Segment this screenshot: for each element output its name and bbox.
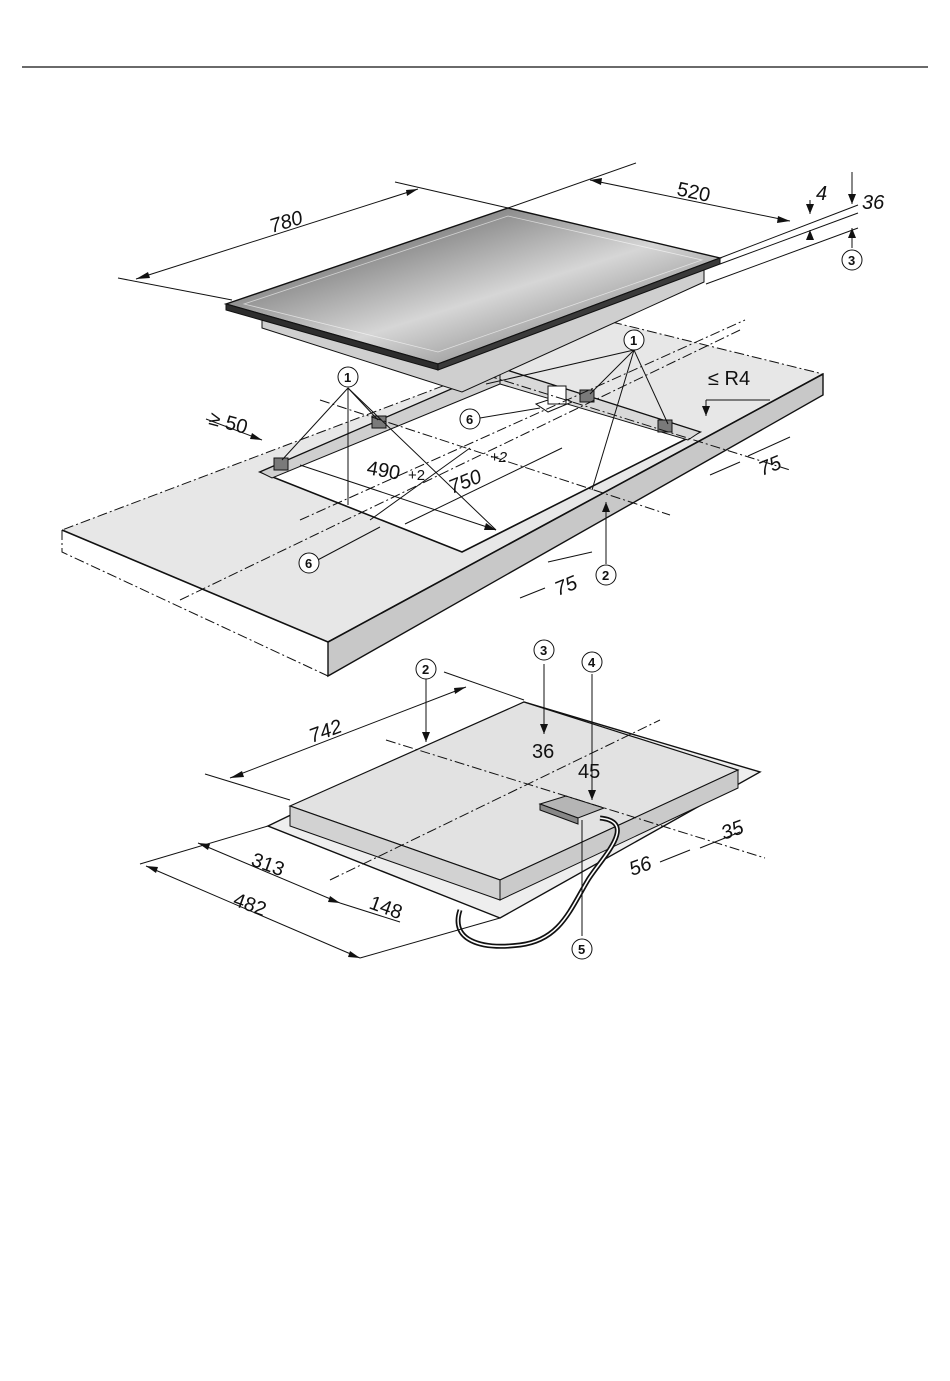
dim-underside-height-45: 45 (578, 761, 600, 783)
dim-underside-depth-313: 313 (248, 849, 287, 881)
dim-underside-height-36: 36 (532, 741, 554, 763)
dim-width-780: 780 (267, 207, 305, 238)
dim-underside-offset-56: 56 (626, 852, 655, 881)
dim-underside-width-742: 742 (306, 716, 345, 748)
svg-text:3: 3 (848, 253, 855, 268)
svg-text:4: 4 (588, 655, 596, 670)
svg-text:3: 3 (540, 643, 547, 658)
svg-text:6: 6 (466, 412, 473, 427)
svg-text:1: 1 (344, 370, 351, 385)
svg-text:6: 6 (305, 556, 312, 571)
dim-min-edge-50: ≥ 50 (207, 408, 250, 439)
hob-underside (268, 702, 765, 946)
dim-clearance-right-75: 75 (756, 452, 786, 481)
dim-glass-4: 4 (816, 183, 827, 205)
clamp-left-front (274, 458, 288, 470)
dim-underside-depth-148: 148 (366, 892, 405, 924)
svg-text:5: 5 (578, 942, 585, 957)
dim-radius-r4: ≤ R4 (708, 368, 750, 390)
dim-cut-depth-tol: +2 (408, 467, 425, 484)
svg-text:2: 2 (602, 568, 609, 583)
svg-text:1: 1 (630, 333, 637, 348)
svg-text:2: 2 (422, 662, 429, 677)
dim-underside-box-35: 35 (718, 816, 747, 845)
clamp-right-front (658, 420, 672, 432)
dim-cut-width-tol: +2 (490, 449, 508, 466)
dim-underside-depth-482: 482 (230, 889, 269, 921)
dim-clearance-front-75: 75 (552, 572, 582, 601)
dim-depth-520: 520 (675, 178, 712, 206)
dim-height-36: 36 (862, 192, 885, 214)
